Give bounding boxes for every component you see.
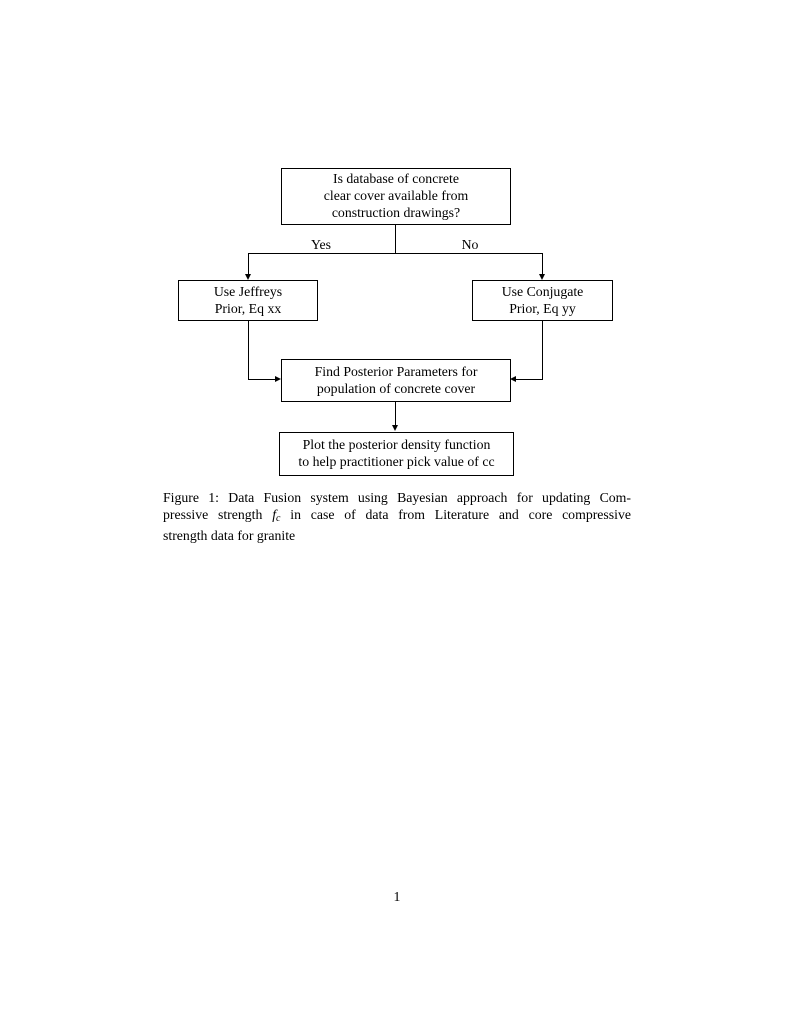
- connector-no-drop-line: [542, 253, 543, 275]
- connector-posterior-to-plot-line: [395, 402, 396, 426]
- jeffreys-prior-node-text: Use Jeffreys Prior, Eq xx: [213, 283, 283, 316]
- decision-node: Is database of concrete clear cover avai…: [281, 168, 511, 225]
- posterior-parameters-node: Find Posterior Parameters for population…: [281, 359, 511, 402]
- connector-yes-drop-line: [248, 253, 249, 275]
- caption-line-3: strength data for granite: [163, 527, 296, 543]
- connector-stem-line: [395, 225, 396, 254]
- arrowhead-into-posterior-left: [275, 376, 281, 382]
- plot-density-node-text: Plot the posterior density function to h…: [298, 437, 495, 469]
- page-number: 1: [393, 889, 401, 904]
- posterior-parameters-node-text: Find Posterior Parameters for population…: [314, 363, 478, 396]
- jeffreys-prior-node: Use Jeffreys Prior, Eq xx: [178, 280, 318, 321]
- connector-jeffreys-horizontal-line: [248, 379, 275, 380]
- conjugate-prior-node: Use Conjugate Prior, Eq yy: [472, 280, 613, 321]
- arrowhead-into-conjugate: [539, 274, 545, 280]
- connector-branch-line: [248, 253, 543, 254]
- caption-line-2: pressive strength fc in case of data fro…: [163, 507, 631, 528]
- arrowhead-into-posterior-right: [510, 376, 516, 382]
- plot-density-node: Plot the posterior density function to h…: [279, 432, 514, 476]
- figure-caption: Figure 1: Data Fusion system using Bayes…: [163, 490, 631, 545]
- math-fc-base: f: [272, 506, 277, 522]
- connector-conjugate-down-line: [542, 321, 543, 379]
- decision-node-text: Is database of concrete clear cover avai…: [323, 171, 469, 220]
- arrowhead-into-jeffreys: [245, 274, 251, 280]
- caption-line-2-pre: pressive strength: [163, 506, 263, 522]
- edge-label-no: No: [461, 237, 479, 252]
- math-fc: fc: [272, 506, 281, 524]
- conjugate-prior-node-text: Use Conjugate Prior, Eq yy: [501, 283, 584, 316]
- arrowhead-into-plot: [392, 425, 398, 431]
- connector-conjugate-horizontal-line: [516, 379, 543, 380]
- connector-jeffreys-down-line: [248, 321, 249, 379]
- caption-line-1: Figure 1: Data Fusion system using Bayes…: [163, 490, 631, 505]
- math-fc-subscript: c: [276, 512, 281, 524]
- edge-label-yes: Yes: [310, 237, 332, 252]
- caption-line-2-post: in case of data from Literature and core…: [290, 506, 632, 522]
